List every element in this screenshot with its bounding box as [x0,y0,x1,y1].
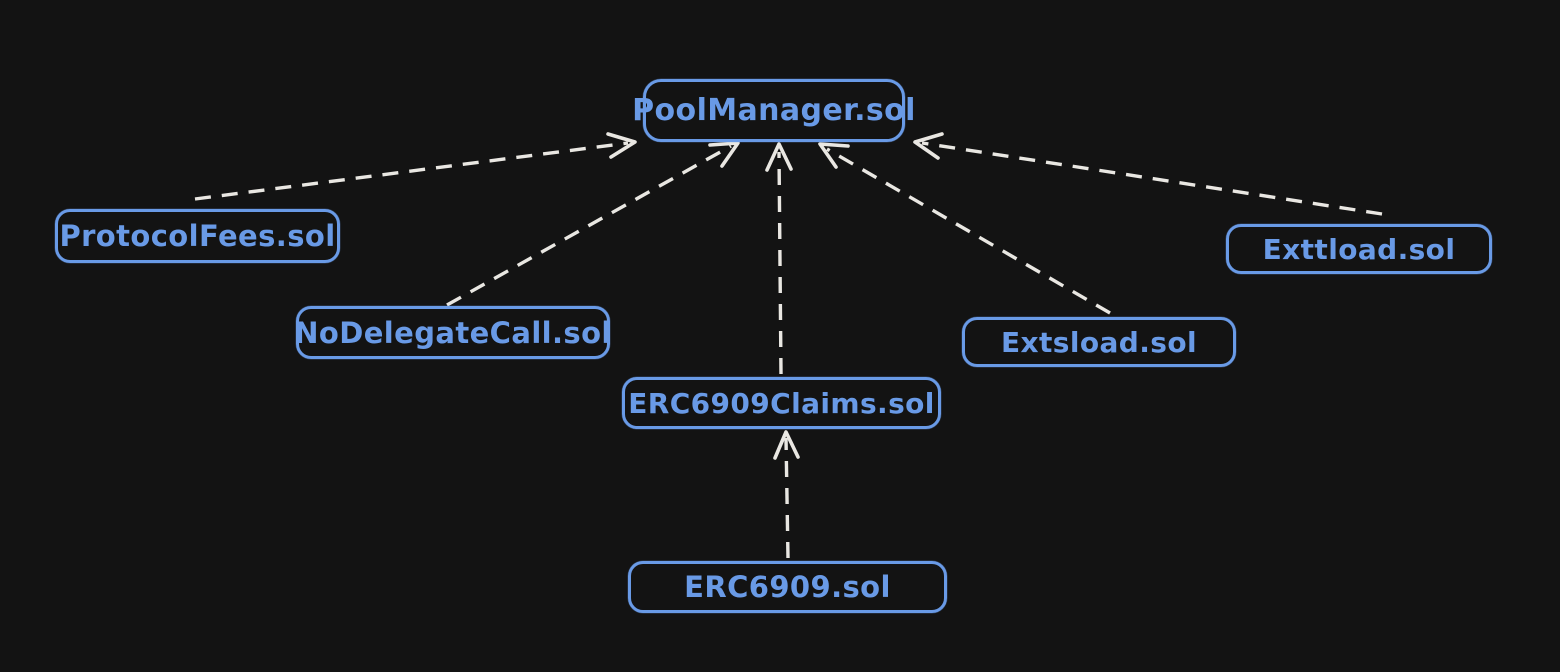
arrow-erc6909claims-to-poolmanager [765,142,793,375]
node-label: Exttload.sol [1262,232,1456,266]
node-label: NoDelegateCall.sol [294,315,612,350]
node-label: ERC6909.sol [684,570,891,604]
node-exttload: Exttload.sol [1226,224,1492,274]
node-label: PoolManager.sol [632,93,916,128]
node-protocolfees: ProtocolFees.sol [55,209,340,263]
node-extsload: Extsload.sol [962,317,1236,367]
node-nodelegatecall: NoDelegateCall.sol [294,306,612,359]
node-label: ProtocolFees.sol [59,219,336,253]
node-erc6909claims: ERC6909Claims.sol [622,377,941,429]
arrow-erc6909-to-erc6909claims [773,430,800,559]
arrow-exttload-to-poolmanager [913,132,1383,216]
node-erc6909: ERC6909.sol [628,561,947,613]
node-poolmanager: PoolManager.sol [632,79,915,142]
arrow-extsload-to-poolmanager [818,142,1111,315]
node-label: Extsload.sol [1001,325,1197,359]
arrow-protocolfees-to-poolmanager [194,132,637,201]
node-label: ERC6909Claims.sol [628,386,935,420]
arrow-nodelegatecall-to-poolmanager [446,141,740,307]
